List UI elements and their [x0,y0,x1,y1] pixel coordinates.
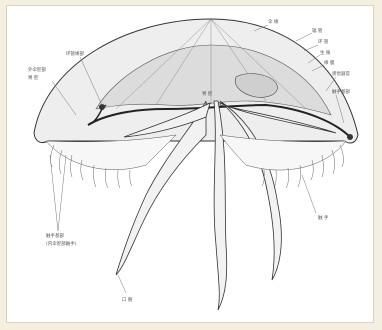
label-right-2: 环 管 [318,38,329,45]
label-right-1: 辐 管 [312,27,323,34]
label-right-5: 感觉器官 [332,70,350,77]
label-center: 胃 腔 [202,90,213,97]
label-left-lower: 触手基部 [46,232,64,239]
label-right-6: 触手基部 [332,88,350,95]
sense-organ-right [347,134,353,140]
label-right-4: 缘 膜 [324,59,335,66]
label-left-lower2: (内伞腔部触手) [46,240,77,247]
label-left-upper: 环管缘部 [66,50,84,57]
jellyfish-diagram: 伞 缘 辐 管 环 管 生 殖 缘 膜 感觉器官 触手基部 触 手 环管缘部 外… [6,5,374,323]
label-bottom-arm: 口 腕 [122,296,133,303]
label-left-middle: 胃 腔 [28,74,39,81]
label-left-upper2: 外伞腔部 [28,66,46,73]
label-right-3: 生 殖 [320,49,331,56]
label-top-right: 伞 缘 [268,18,279,25]
label-right-7: 触 手 [318,214,329,221]
